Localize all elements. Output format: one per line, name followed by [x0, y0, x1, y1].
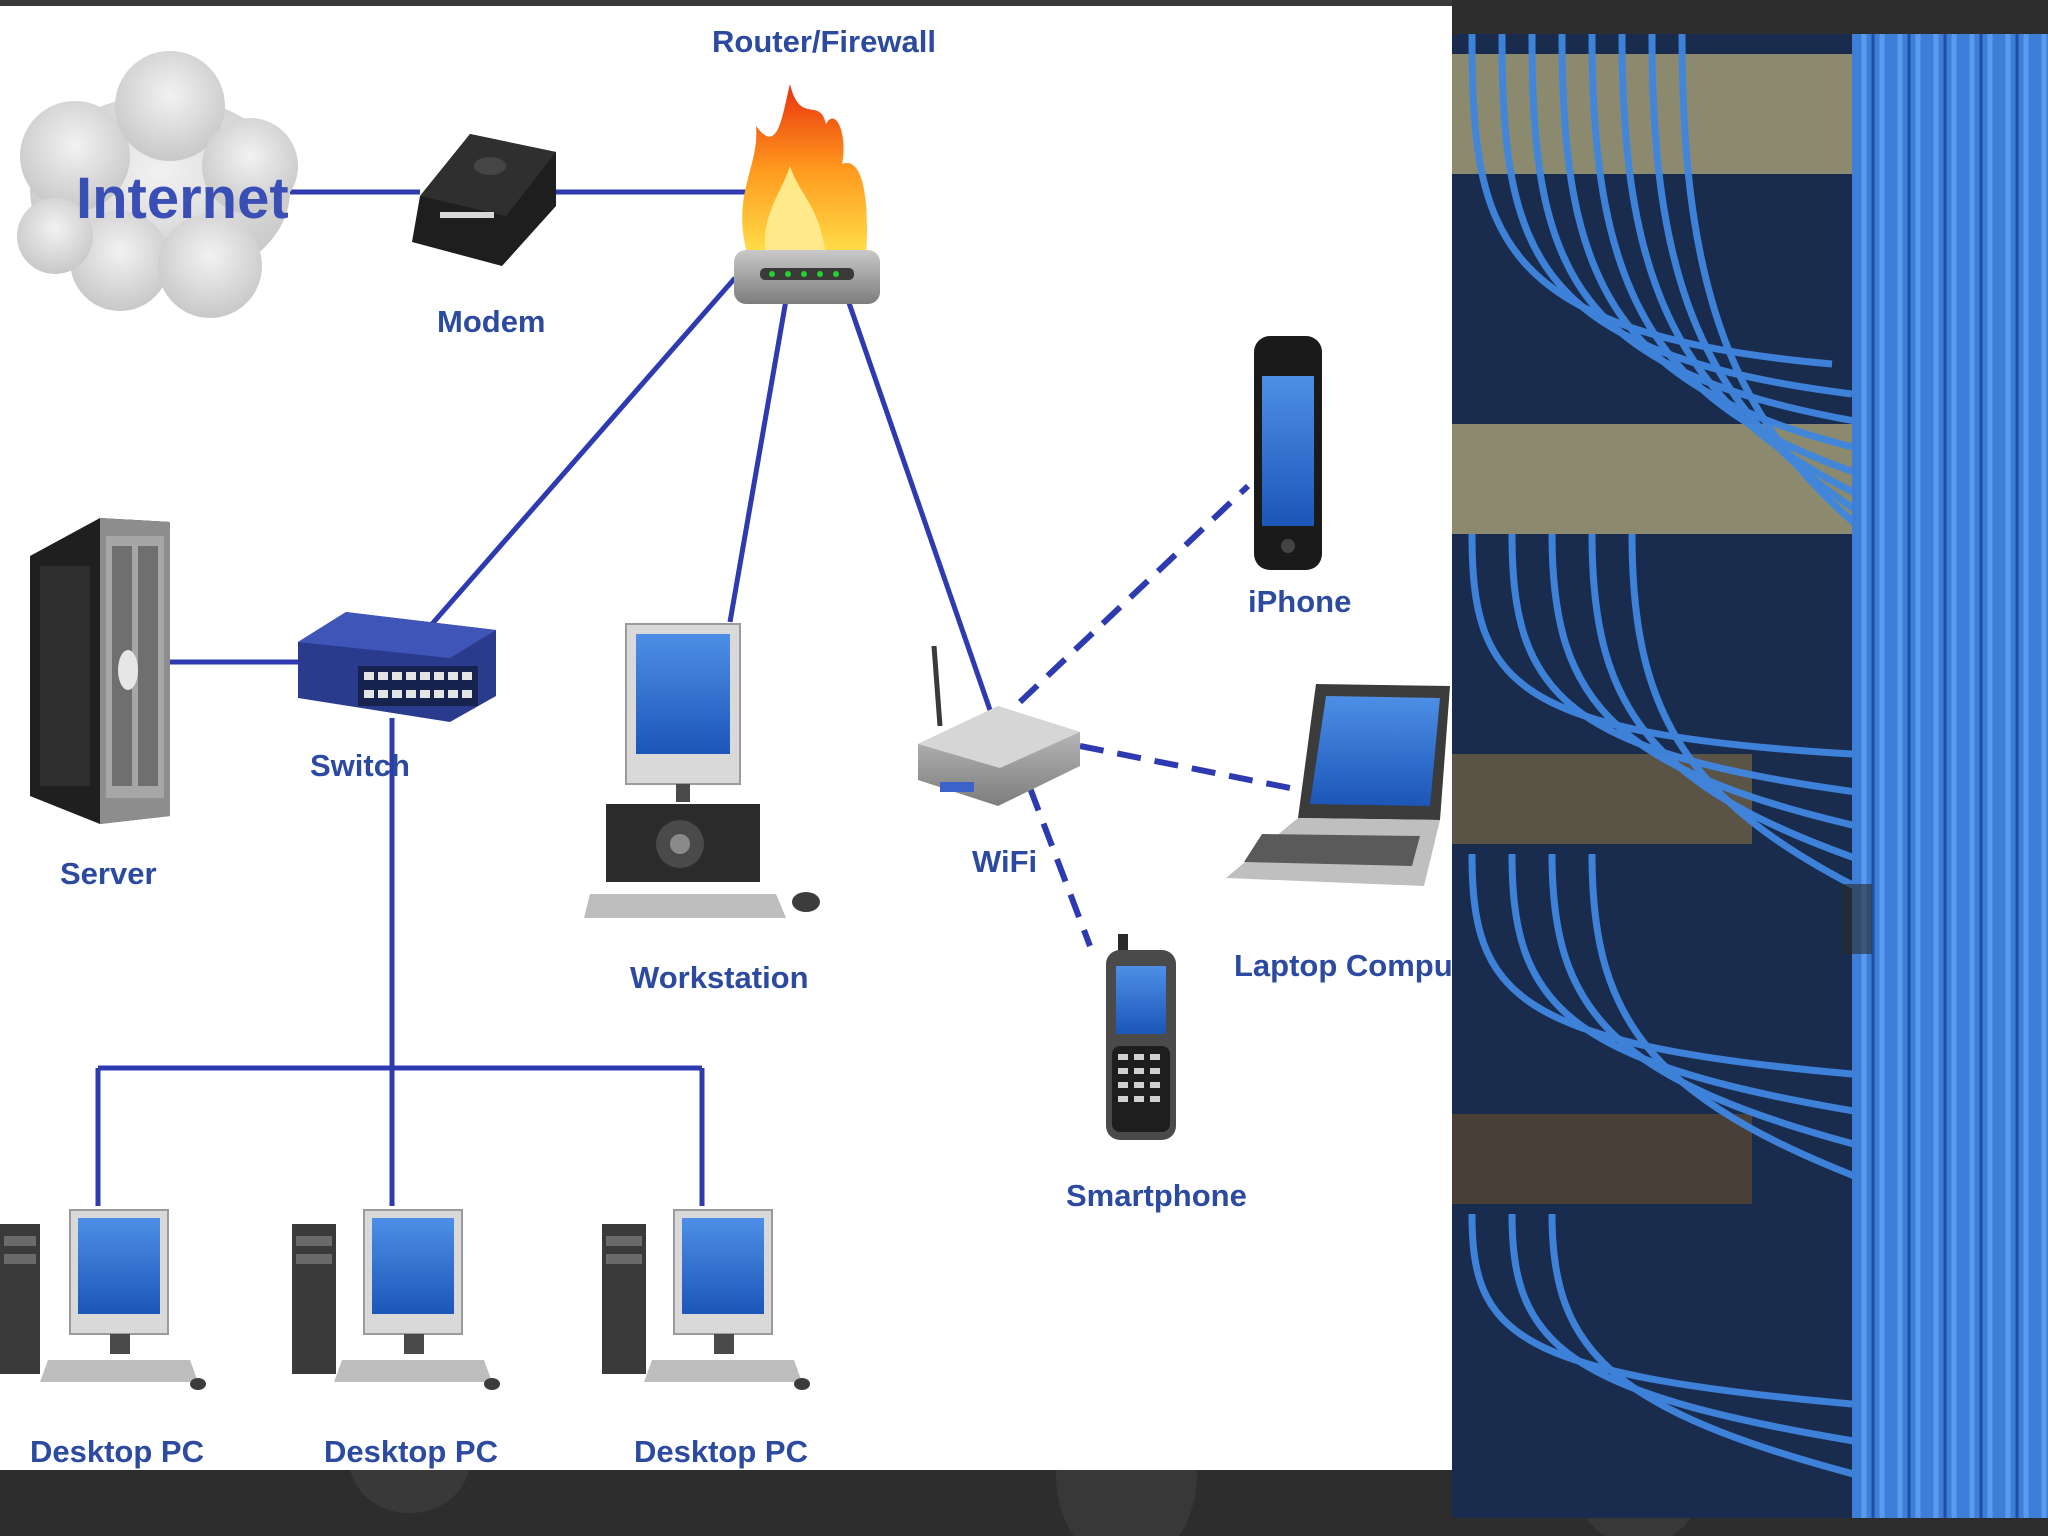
- workstation-label: Workstation: [630, 960, 809, 995]
- wireless-wifi-iphone: [1017, 483, 1251, 705]
- wireless-wifi-laptop: [1079, 743, 1301, 793]
- router-label: Router/Firewall: [712, 24, 936, 59]
- link-router-switch: [430, 276, 737, 626]
- wireless-links: [1017, 483, 1301, 948]
- modem-icon: [412, 134, 556, 266]
- wifi-router-icon: [918, 645, 1080, 806]
- connections: [95, 189, 993, 1206]
- wireless-wifi-smartphone: [1027, 786, 1093, 948]
- iphone-icon: [1254, 336, 1322, 570]
- desktop-pc-icon: [602, 1209, 810, 1390]
- desktop-pc-2-label: Desktop PC: [324, 1434, 498, 1469]
- smartphone-icon: [1106, 934, 1176, 1140]
- cable-bundle-illustration: [1452, 34, 2048, 1518]
- wifi-label: WiFi: [972, 844, 1037, 879]
- server-tower-icon: [30, 518, 170, 824]
- cloud-icon: [17, 51, 298, 318]
- network-cables-photo: [1452, 34, 2048, 1518]
- desktop-pc-3-label: Desktop PC: [634, 1434, 808, 1469]
- smartphone-label: Smartphone: [1066, 1178, 1247, 1213]
- internet-label: Internet: [76, 166, 289, 231]
- link-router-workstation: [727, 299, 789, 623]
- desktop-pc-icon: [292, 1209, 500, 1390]
- iphone-label: iPhone: [1248, 584, 1351, 619]
- network-diagram-panel: Internet Modem Router/Firewall Server: [0, 6, 1452, 1470]
- laptop-label: Laptop Computer: [1234, 948, 1452, 983]
- vertical-cable-bundle: [1842, 34, 2048, 1518]
- server-label: Server: [60, 856, 157, 891]
- switch-label: Switch: [310, 748, 410, 783]
- modem-label: Modem: [437, 304, 546, 339]
- desktop-pc-icon: [0, 1209, 206, 1390]
- laptop-icon: [1226, 684, 1450, 886]
- firewall-icon: [734, 84, 880, 304]
- desktop-pc-1-label: Desktop PC: [30, 1434, 204, 1469]
- top-bar: [0, 0, 1452, 8]
- workstation-icon: [584, 623, 820, 918]
- network-diagram: Internet Modem Router/Firewall Server: [0, 24, 1452, 1469]
- link-router-wifi: [845, 299, 993, 711]
- network-switch-icon: [298, 612, 496, 722]
